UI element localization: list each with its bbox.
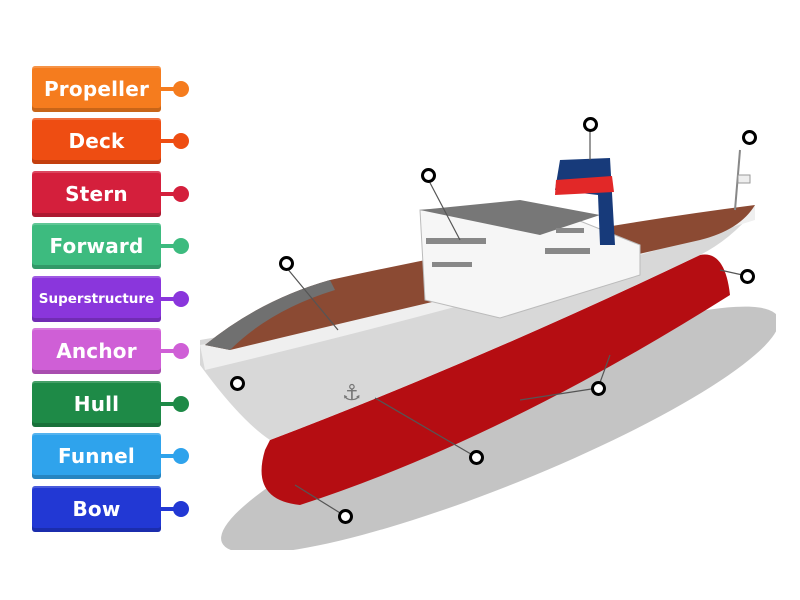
drop-target-2[interactable] bbox=[742, 130, 757, 145]
label-tile-funnel[interactable]: Funnel bbox=[32, 433, 161, 479]
tile-pin-icon[interactable] bbox=[173, 133, 189, 149]
label-tile-propeller[interactable]: Propeller bbox=[32, 66, 161, 112]
tile-connector bbox=[161, 139, 175, 143]
tile-connector bbox=[161, 454, 175, 458]
tile-pin-icon[interactable] bbox=[173, 186, 189, 202]
drop-target-1[interactable] bbox=[583, 117, 598, 132]
tile-pin-icon[interactable] bbox=[173, 396, 189, 412]
tile-connector bbox=[161, 349, 175, 353]
ship-illustration: ⚓ bbox=[200, 128, 776, 550]
tile-connector bbox=[161, 297, 175, 301]
label-tile-anchor[interactable]: Anchor bbox=[32, 328, 161, 374]
drop-target-9[interactable] bbox=[338, 509, 353, 524]
tile-pin-icon[interactable] bbox=[173, 81, 189, 97]
drop-target-3[interactable] bbox=[421, 168, 436, 183]
drop-target-8[interactable] bbox=[469, 450, 484, 465]
label-tile-bow[interactable]: Bow bbox=[32, 486, 161, 532]
tile-connector bbox=[161, 402, 175, 406]
tile-connector bbox=[161, 507, 175, 511]
tile-connector bbox=[161, 244, 175, 248]
tile-pin-icon[interactable] bbox=[173, 291, 189, 307]
label-tile-superstructure[interactable]: Superstructure bbox=[32, 276, 161, 322]
drop-target-6[interactable] bbox=[230, 376, 245, 391]
label-tile-deck[interactable]: Deck bbox=[32, 118, 161, 164]
tile-connector bbox=[161, 192, 175, 196]
label-tile-hull[interactable]: Hull bbox=[32, 381, 161, 427]
tile-pin-icon[interactable] bbox=[173, 238, 189, 254]
label-tile-stern[interactable]: Stern bbox=[32, 171, 161, 217]
drop-target-5[interactable] bbox=[740, 269, 755, 284]
tile-pin-icon[interactable] bbox=[173, 448, 189, 464]
drop-target-7[interactable] bbox=[591, 381, 606, 396]
label-tile-forward[interactable]: Forward bbox=[32, 223, 161, 269]
tile-connector bbox=[161, 87, 175, 91]
drop-target-4[interactable] bbox=[279, 256, 294, 271]
tile-pin-icon[interactable] bbox=[173, 501, 189, 517]
tile-pin-icon[interactable] bbox=[173, 343, 189, 359]
svg-text:⚓: ⚓ bbox=[342, 381, 362, 406]
